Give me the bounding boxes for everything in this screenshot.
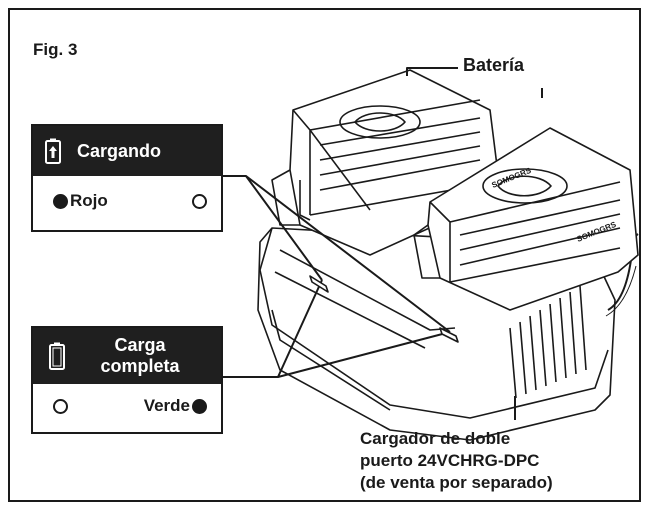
led-dot-off-icon (53, 398, 68, 414)
charger-label: Cargador de doble puerto 24VCHRG-DPC (de… (360, 428, 553, 494)
red-led-lit: Rojo (53, 191, 108, 211)
led-dot-off-icon (192, 193, 207, 209)
battery-label: Batería (463, 55, 525, 75)
charger-label-line-1: Cargador de doble (360, 429, 511, 448)
full-leader-lines (219, 279, 451, 378)
led-window-right (439, 327, 459, 343)
charging-status-title: Cargando (77, 140, 162, 161)
led-dot-lit-icon (192, 398, 207, 414)
charging-status-header: Cargando (33, 126, 221, 176)
charger-vents (509, 285, 587, 399)
battery-leader-line (406, 67, 458, 76)
front-battery (413, 127, 639, 311)
led-dot-lit-icon (53, 193, 68, 209)
led-window-left (309, 275, 329, 293)
charger-label-line-3: (de venta por separado) (360, 473, 553, 492)
full-charge-status-header: Carga completa (33, 328, 221, 384)
red-led-label: Rojo (70, 191, 108, 210)
full-charge-status-box: Carga completa Verde (31, 326, 223, 434)
figure-number: Fig. 3 (33, 40, 78, 59)
charger-label-line-2: puerto 24VCHRG-DPC (360, 451, 540, 470)
full-charge-title-line-2: completa (100, 356, 180, 376)
full-charge-status-indicator: Verde (33, 384, 221, 428)
battery-charging-icon (45, 138, 61, 164)
battery-full-icon (49, 342, 65, 370)
green-led-lit: Verde (144, 396, 207, 416)
green-led-label: Verde (143, 396, 190, 415)
charging-leader-lines (219, 175, 451, 333)
full-charge-title-line-1: Carga (114, 335, 166, 355)
full-charge-status-title: Carga completa (65, 335, 221, 377)
figure-frame: SOMOGRS SOMOGRS Fig. 3 Batería Cargador … (8, 8, 641, 502)
charger-illustration: SOMOGRS SOMOGRS (219, 67, 639, 441)
charging-status-indicator: Rojo (33, 176, 221, 226)
charging-status-box: Cargando Rojo (31, 124, 223, 232)
